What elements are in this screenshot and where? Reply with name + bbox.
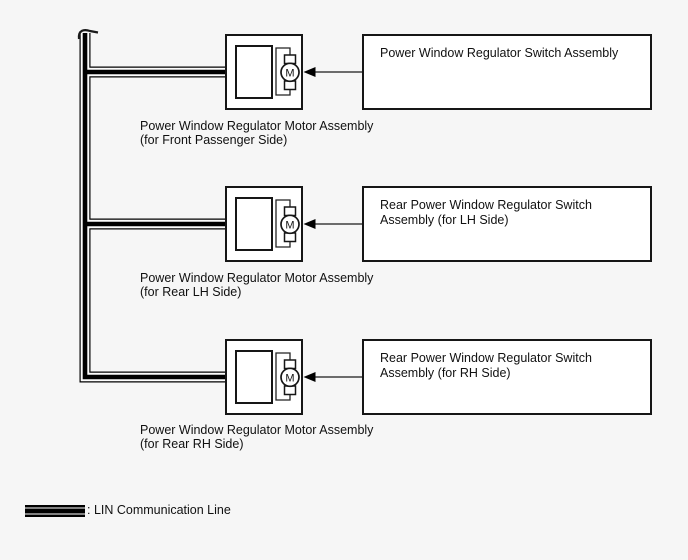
arrow-head-icon (303, 372, 316, 382)
arrow-switch-to-motor-1 (303, 67, 363, 77)
motor-assembly-box-3: M (225, 339, 303, 415)
bus-gap-layer (80, 33, 226, 382)
motor-caption-line2: (for Front Passenger Side) (140, 133, 288, 147)
arrow-switch-to-motor-2 (303, 219, 363, 229)
motor-terminal-bottom (283, 385, 297, 396)
bus-outer-layer (79, 33, 226, 383)
motor-assembly-box-2: M (225, 186, 303, 262)
motor-wire (275, 199, 291, 248)
motor-wire (275, 47, 291, 96)
motor-body-rect (235, 197, 273, 251)
motor-circle-icon (280, 62, 300, 83)
motor-terminal-top (283, 359, 297, 370)
motor-letter: M (285, 220, 294, 232)
switch-assembly-box-2: Rear Power Window Regulator Switch Assem… (362, 186, 652, 262)
switch-assembly-box-1: Power Window Regulator Switch Assembly (362, 34, 652, 110)
bus-end-cap (77, 29, 99, 40)
motor-body-rect (235, 350, 273, 404)
motor-body-rect (235, 45, 273, 99)
motor-caption-line2: (for Rear LH Side) (140, 285, 242, 299)
motor-circle-icon (280, 367, 300, 388)
lin-line-swatch-icon (25, 505, 85, 517)
motor-circle-icon (280, 214, 300, 235)
motor-symbol-3: M (235, 350, 300, 404)
motor-assembly-box-1: M (225, 34, 303, 110)
arrow-switch-to-motor-3 (303, 372, 363, 382)
arrow-head-icon (303, 67, 316, 77)
motor-terminal-bottom (283, 232, 297, 243)
motor-terminal-top (283, 54, 297, 65)
switch-assembly-box-3: Rear Power Window Regulator Switch Assem… (362, 339, 652, 415)
motor-caption-line1: Power Window Regulator Motor Assembly (140, 423, 374, 437)
motor-symbol-2: M (235, 197, 300, 251)
motor-caption-3: Power Window Regulator Motor Assembly (f… (140, 423, 373, 451)
motor-letter: M (285, 68, 294, 80)
switch-assembly-label: Power Window Regulator Switch Assembly (380, 46, 619, 60)
motor-symbol-1: M (235, 45, 300, 99)
switch-assembly-label: Rear Power Window Regulator Switch Assem… (380, 198, 592, 227)
legend: : LIN Communication Line (25, 502, 231, 518)
motor-terminal-top (283, 206, 297, 217)
switch-assembly-label: Rear Power Window Regulator Switch Assem… (380, 351, 592, 380)
motor-caption-line2: (for Rear RH Side) (140, 437, 244, 451)
arrow-head-icon (303, 219, 316, 229)
motor-caption-2: Power Window Regulator Motor Assembly (f… (140, 271, 373, 299)
motor-wire (275, 352, 291, 401)
bus-core-layer (82, 33, 226, 380)
motor-letter: M (285, 373, 294, 385)
motor-terminal-bottom (283, 80, 297, 91)
motor-caption-1: Power Window Regulator Motor Assembly (f… (140, 119, 373, 147)
lin-bus-main (79, 33, 226, 383)
legend-label: : LIN Communication Line (87, 503, 231, 517)
motor-caption-line1: Power Window Regulator Motor Assembly (140, 271, 374, 285)
motor-caption-line1: Power Window Regulator Motor Assembly (140, 119, 374, 133)
